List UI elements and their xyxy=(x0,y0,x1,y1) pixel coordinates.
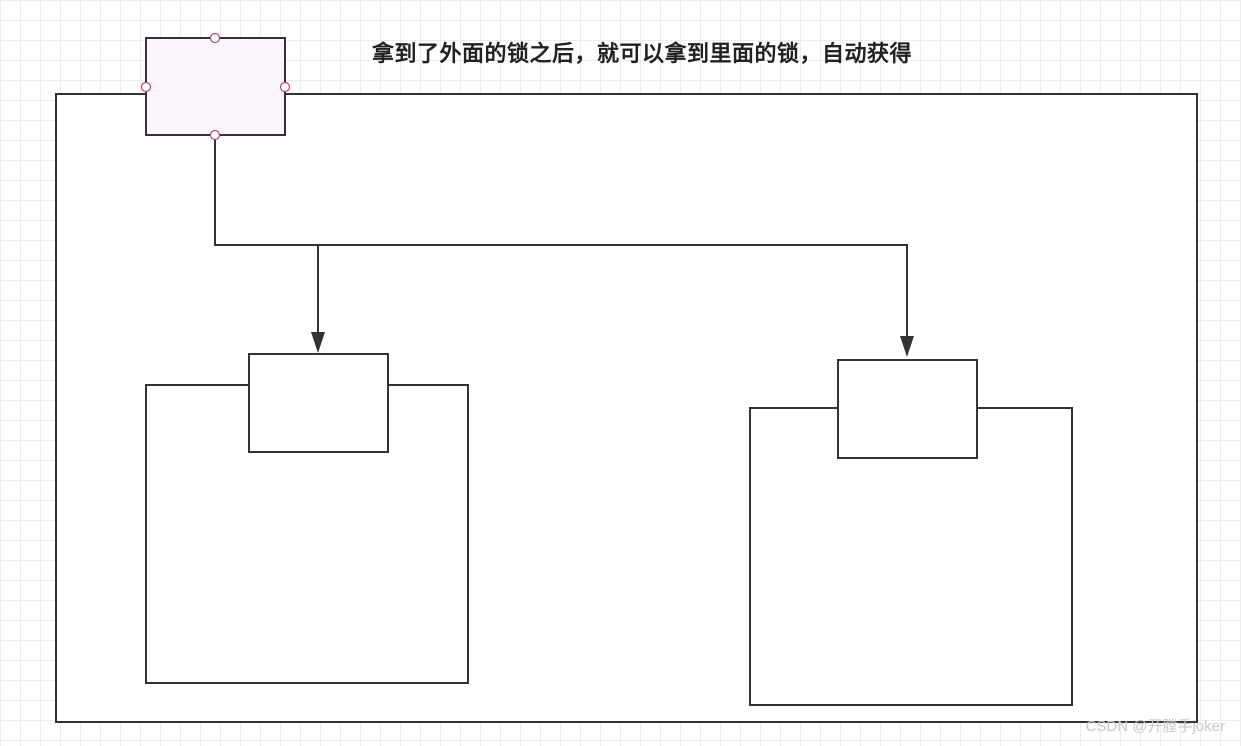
inner-lock-box-right[interactable] xyxy=(837,359,978,459)
selection-handle-bottom[interactable] xyxy=(209,129,221,141)
selection-handle-right[interactable] xyxy=(279,81,291,93)
arrow-head-right xyxy=(900,336,914,357)
inner-lock-box-left[interactable] xyxy=(248,353,389,453)
connector-to-right-lock xyxy=(318,244,908,338)
connector-to-left-lock xyxy=(214,135,319,334)
outer-lock-box[interactable] xyxy=(145,37,286,136)
watermark-text: CSDN @开膛手joker xyxy=(1085,718,1225,735)
selection-handle-top[interactable] xyxy=(209,32,221,44)
selection-handle-left[interactable] xyxy=(140,81,152,93)
diagram-caption: 拿到了外面的锁之后，就可以拿到里面的锁，自动获得 xyxy=(372,42,913,67)
arrow-head-left xyxy=(311,332,325,353)
